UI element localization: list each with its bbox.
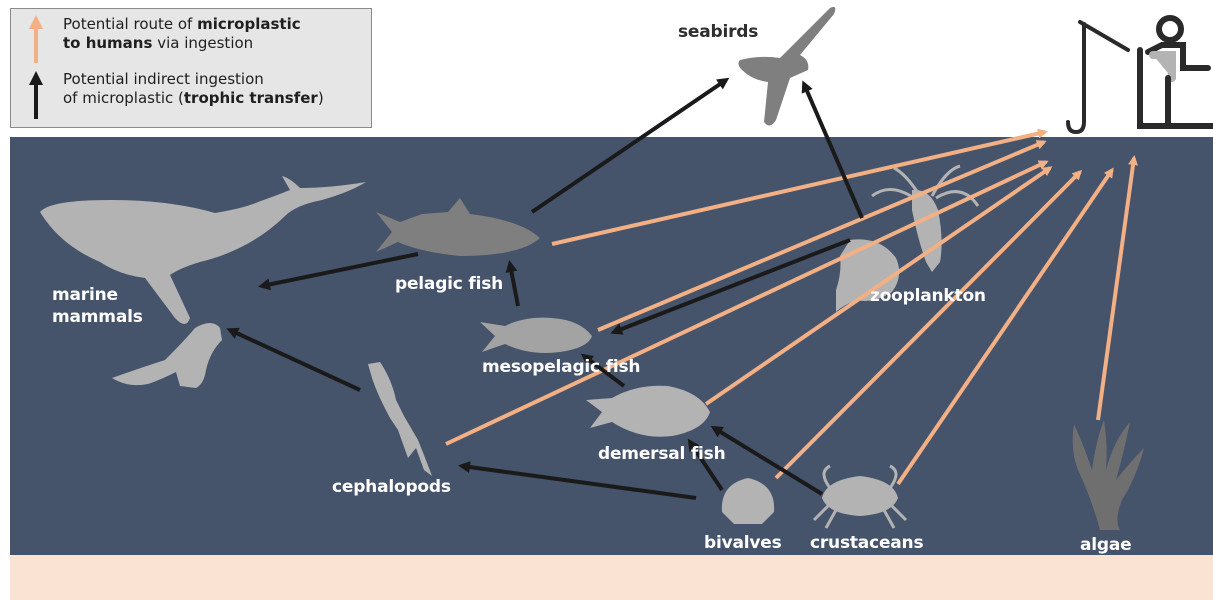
legend-human-route: Potential route of microplastic to human… [63, 15, 301, 53]
legend-text: of microplastic ( [63, 89, 184, 107]
label-crustaceans: crustaceans [810, 533, 923, 553]
legend-text: via ingestion [152, 34, 253, 52]
label-algae: algae [1080, 535, 1131, 555]
label-bivalves: bivalves [704, 533, 782, 553]
legend-text: Potential indirect ingestion [63, 70, 264, 88]
legend-text-bold: to humans [63, 34, 152, 52]
legend-text: Potential route of [63, 15, 197, 33]
label-zooplankton: zooplankton [870, 286, 986, 306]
orange-arrow-legend-icon [29, 15, 43, 63]
label-mesopelagic-fish: mesopelagic fish [482, 357, 640, 377]
legend-text: ) [318, 89, 324, 107]
label-marine-mammals: marine mammals [52, 284, 143, 328]
label-pelagic-fish: pelagic fish [395, 274, 503, 294]
black-arrow-legend-icon [29, 71, 43, 119]
legend-text-bold: trophic transfer [184, 89, 318, 107]
label-seabirds: seabirds [678, 22, 758, 42]
legend-trophic-transfer: Potential indirect ingestion of micropla… [63, 70, 324, 108]
label-demersal-fish: demersal fish [598, 444, 726, 464]
fisherman-icon [1068, 18, 1213, 132]
label-marine-mammals-line2: mammals [52, 307, 143, 327]
label-marine-mammals-line1: marine [52, 285, 118, 305]
seabed-background [10, 555, 1213, 600]
legend-box: Potential route of microplastic to human… [10, 8, 372, 128]
legend-text-bold: microplastic [197, 15, 301, 33]
label-cephalopods: cephalopods [332, 477, 451, 497]
